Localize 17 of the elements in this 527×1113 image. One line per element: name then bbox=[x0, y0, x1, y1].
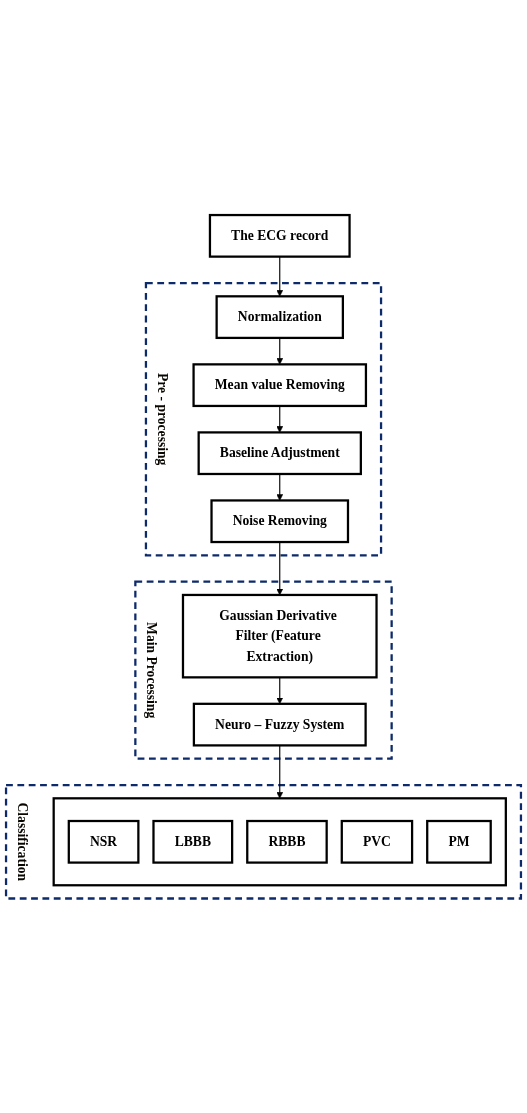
node-box: LBBB bbox=[152, 819, 234, 864]
node-box: Baseline Adjustment bbox=[197, 431, 362, 475]
node-box: PM bbox=[426, 819, 492, 864]
node-box: RBBB bbox=[246, 819, 328, 864]
node-box: Noise Removing bbox=[210, 499, 350, 543]
node-box: Mean value Removing bbox=[192, 362, 368, 407]
node-box: Gaussian Derivative Filter (Feature Extraction) bbox=[181, 593, 378, 679]
node-box: PVC bbox=[340, 819, 414, 864]
node-box: NSR bbox=[67, 819, 140, 864]
node-box: The ECG record bbox=[208, 213, 351, 258]
cluster bbox=[52, 796, 507, 887]
arrow bbox=[276, 337, 284, 365]
arrow bbox=[276, 473, 284, 501]
node-box: Neuro – Fuzzy System bbox=[192, 702, 367, 747]
arrow bbox=[276, 405, 284, 433]
node-box: Normalization bbox=[215, 294, 344, 339]
arrow bbox=[276, 541, 284, 595]
